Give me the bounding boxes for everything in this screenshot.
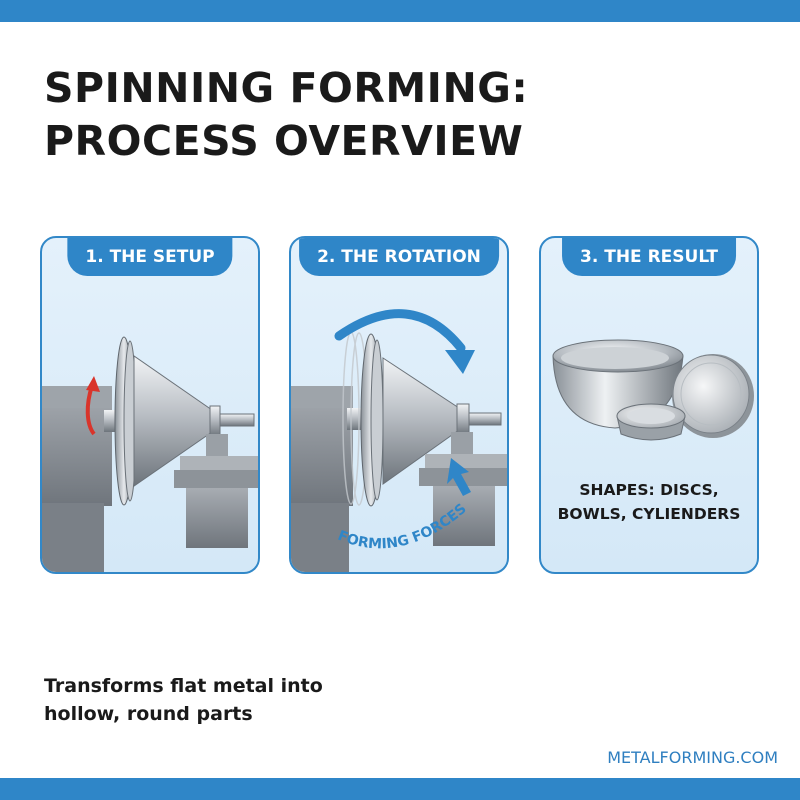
tailstock-icon bbox=[174, 434, 258, 548]
shapes-note: SHAPES: DISCS, BOWLS, CYLIENDERS bbox=[541, 478, 757, 526]
headstock-icon bbox=[42, 386, 112, 572]
step-panel-result: 3. THE RESULT SHAPES: DISCS, BOWLS, CYLI… bbox=[539, 236, 759, 574]
arrow-head-icon bbox=[86, 376, 100, 392]
step-label-rotation: 2. THE ROTATION bbox=[299, 238, 499, 276]
disc-icon bbox=[672, 354, 754, 438]
summary-caption: Transforms flat metal into hollow, round… bbox=[44, 672, 323, 728]
page-title: SPINNING FORMING: PROCESS OVERVIEW bbox=[44, 62, 528, 168]
title-line-2: PROCESS OVERVIEW bbox=[44, 117, 524, 165]
lathe-setup-illustration bbox=[42, 336, 258, 572]
rotation-arrow-head-icon bbox=[445, 350, 475, 374]
cylinder-icon bbox=[616, 403, 686, 441]
rotation-arrow-icon bbox=[334, 309, 466, 353]
bowl-icon bbox=[552, 339, 684, 429]
caption-line-1: Transforms flat metal into bbox=[44, 675, 323, 697]
tailstock-icon bbox=[419, 432, 507, 546]
title-line-1: SPINNING FORMING: bbox=[44, 64, 529, 112]
step-label-result: 3. THE RESULT bbox=[562, 238, 736, 276]
caption-line-2: hollow, round parts bbox=[44, 703, 253, 725]
site-credit: METALFORMING.COM bbox=[607, 748, 778, 767]
bottom-band bbox=[0, 778, 800, 800]
step-panel-setup: 1. THE SETUP bbox=[40, 236, 260, 574]
lathe-rotation-illustration: FORMING FORCES bbox=[291, 309, 507, 572]
finished-parts-illustration bbox=[552, 339, 754, 441]
blank-disc-icon bbox=[114, 336, 137, 506]
shapes-note-line-2: BOWLS, CYLIENDERS bbox=[557, 505, 741, 523]
mandrel-cone-icon bbox=[133, 355, 255, 487]
step-label-setup: 1. THE SETUP bbox=[67, 238, 233, 276]
headstock-icon bbox=[291, 386, 353, 572]
top-band bbox=[0, 0, 800, 22]
force-arrow-icon bbox=[447, 458, 471, 496]
spinning-disc-icon bbox=[360, 333, 384, 507]
shapes-note-line-1: SHAPES: DISCS, bbox=[579, 481, 719, 499]
mandrel-cone-icon bbox=[382, 357, 502, 485]
step-panel-rotation: FORMING FORCES 2. THE ROTATION bbox=[289, 236, 509, 574]
